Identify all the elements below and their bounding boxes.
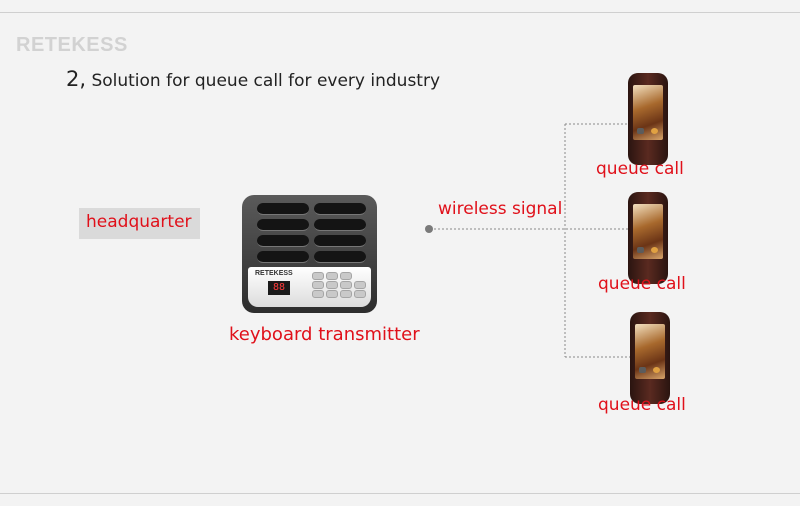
pager-button: [653, 367, 660, 373]
transmitter-label: keyboard transmitter: [229, 324, 420, 345]
queue-call-label: queue call: [598, 395, 686, 415]
page-heading: 2, Solution for queue call for every ind…: [66, 67, 440, 91]
pager-button: [637, 128, 644, 134]
queue-call-label: queue call: [596, 159, 684, 179]
pager-device: [630, 312, 670, 404]
charging-slot: [314, 203, 366, 215]
pager-device: [628, 192, 668, 284]
transmitter-display: 88: [268, 281, 290, 295]
keypad-key: [340, 272, 352, 280]
keypad-key: [312, 281, 324, 289]
keypad-key: [326, 281, 338, 289]
pager-button: [637, 247, 644, 253]
pager-device: [628, 73, 668, 165]
keypad-key: [326, 272, 338, 280]
bottom-divider: [0, 493, 800, 494]
charging-slot: [257, 219, 309, 231]
keypad-key: [312, 272, 324, 280]
charging-slot: [257, 251, 309, 263]
headquarter-box: [79, 208, 200, 239]
charging-slot: [314, 251, 366, 263]
keypad-key: [326, 290, 338, 298]
pager-button: [639, 367, 646, 373]
charging-slot: [257, 203, 309, 215]
heading-number: 2,: [66, 67, 87, 91]
keypad-key: [312, 290, 324, 298]
keypad-key: [340, 281, 352, 289]
keypad-key: [354, 290, 366, 298]
keypad-key: [354, 281, 366, 289]
keypad-key: [340, 290, 352, 298]
top-divider: [0, 12, 800, 13]
charging-slot: [314, 235, 366, 247]
pager-button: [651, 128, 658, 134]
keyboard-transmitter-device: RETEKESS 88: [242, 195, 377, 313]
headquarter-label: headquarter: [86, 212, 192, 232]
signal-source-dot: [425, 225, 433, 233]
brand-logo: RETEKESS: [16, 34, 128, 56]
charging-slot: [257, 235, 309, 247]
transmitter-brand: RETEKESS: [255, 270, 293, 277]
wireless-signal-label: wireless signal: [438, 199, 563, 219]
heading-text: Solution for queue call for every indust…: [91, 71, 441, 91]
queue-call-label: queue call: [598, 274, 686, 294]
keypad-panel: RETEKESS 88: [248, 267, 371, 307]
charging-slot: [314, 219, 366, 231]
pager-button: [651, 247, 658, 253]
